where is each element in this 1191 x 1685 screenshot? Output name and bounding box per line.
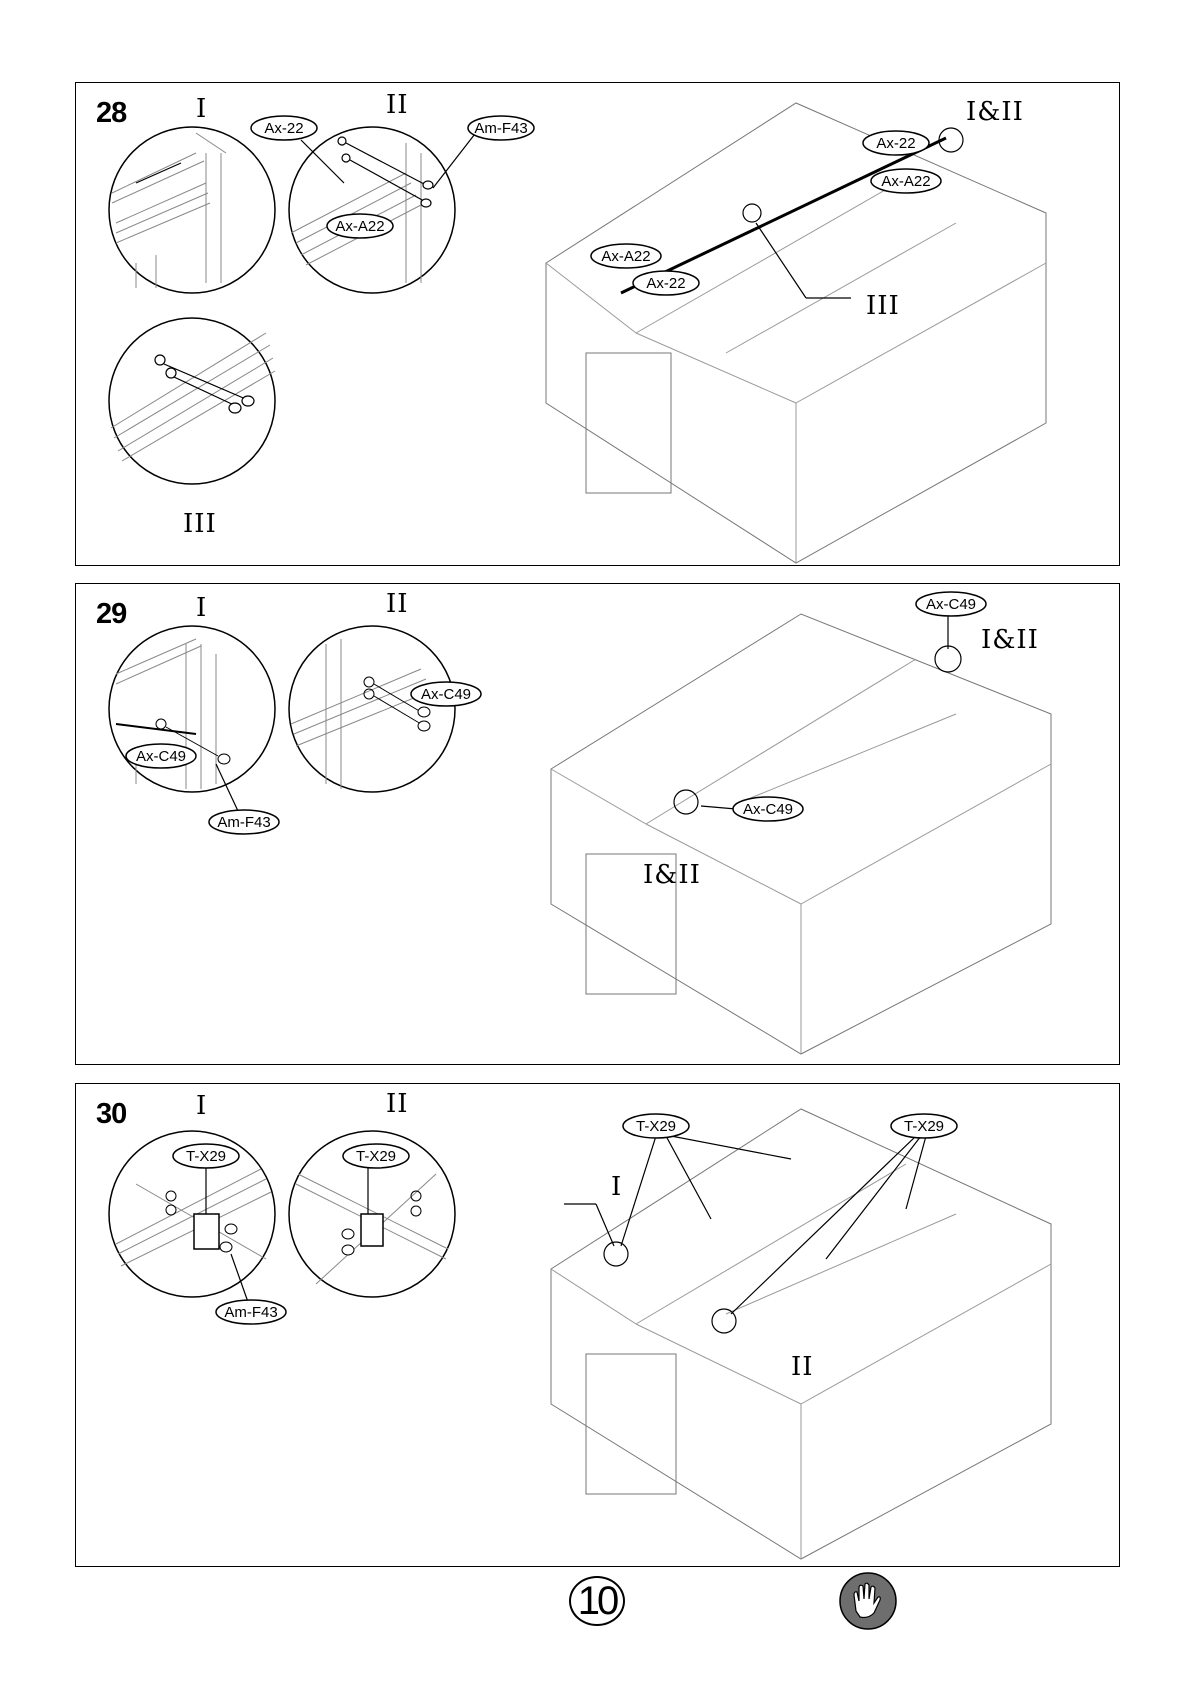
gloves-icon xyxy=(838,1571,898,1631)
t-x29-label: T-X29 xyxy=(186,1148,226,1165)
am-f43-label: Am-F43 xyxy=(217,814,270,831)
step-30-panel: 30 I II I II T-X29 xyxy=(75,1083,1120,1567)
main-t-x29-left: T-X29 xyxy=(636,1118,676,1135)
callout-circle-i xyxy=(604,1242,628,1266)
main-t-x29-right: T-X29 xyxy=(904,1118,944,1135)
main-ax-a22-label-2: Ax-A22 xyxy=(601,248,650,265)
detail-circle-i xyxy=(109,127,275,293)
ax-c49-label-ii: Ax-C49 xyxy=(421,686,471,703)
ax-22-label: Ax-22 xyxy=(264,120,303,137)
main-ax-c49-top: Ax-C49 xyxy=(926,596,976,613)
ax-a22-label: Ax-A22 xyxy=(335,218,384,235)
step-29-illustration: Ax-C49 Am-F43 Ax-C49 Ax-C49 Ax-C49 xyxy=(76,584,1121,1066)
detail-circle-ii xyxy=(289,127,455,293)
shed-drawing xyxy=(551,614,1051,1054)
main-ax-22-label: Ax-22 xyxy=(876,135,915,152)
shed-drawing xyxy=(551,1109,1051,1559)
callout-circle-bottom xyxy=(674,790,698,814)
page-number: 10 xyxy=(569,1576,625,1626)
am-f43-label: Am-F43 xyxy=(224,1304,277,1321)
step-28-illustration: Ax-22 Am-F43 Ax-A22 Ax-22 Ax-A22 Ax-A22 xyxy=(76,83,1121,567)
detail-circle-iii xyxy=(109,318,275,484)
roof-beam xyxy=(621,138,946,293)
step-30-illustration: T-X29 T-X29 Am-F43 T-X29 T-X29 xyxy=(76,1084,1121,1568)
main-ax-22-label-2: Ax-22 xyxy=(646,275,685,292)
t-x29-label-ii: T-X29 xyxy=(356,1148,396,1165)
ax-c49-label: Ax-C49 xyxy=(136,748,186,765)
shed-drawing xyxy=(546,103,1046,563)
am-f43-label: Am-F43 xyxy=(474,120,527,137)
detail-circle-ii xyxy=(289,626,455,792)
main-ax-a22-label: Ax-A22 xyxy=(881,173,930,190)
callout-circle-top xyxy=(935,646,961,672)
callout-circle-iii xyxy=(743,204,761,222)
step-28-panel: 28 I II III I&II III xyxy=(75,82,1120,566)
step-29-panel: 29 I II I&II I&II xyxy=(75,583,1120,1065)
detail-circle-i xyxy=(109,626,275,792)
main-ax-c49-bottom: Ax-C49 xyxy=(743,801,793,818)
